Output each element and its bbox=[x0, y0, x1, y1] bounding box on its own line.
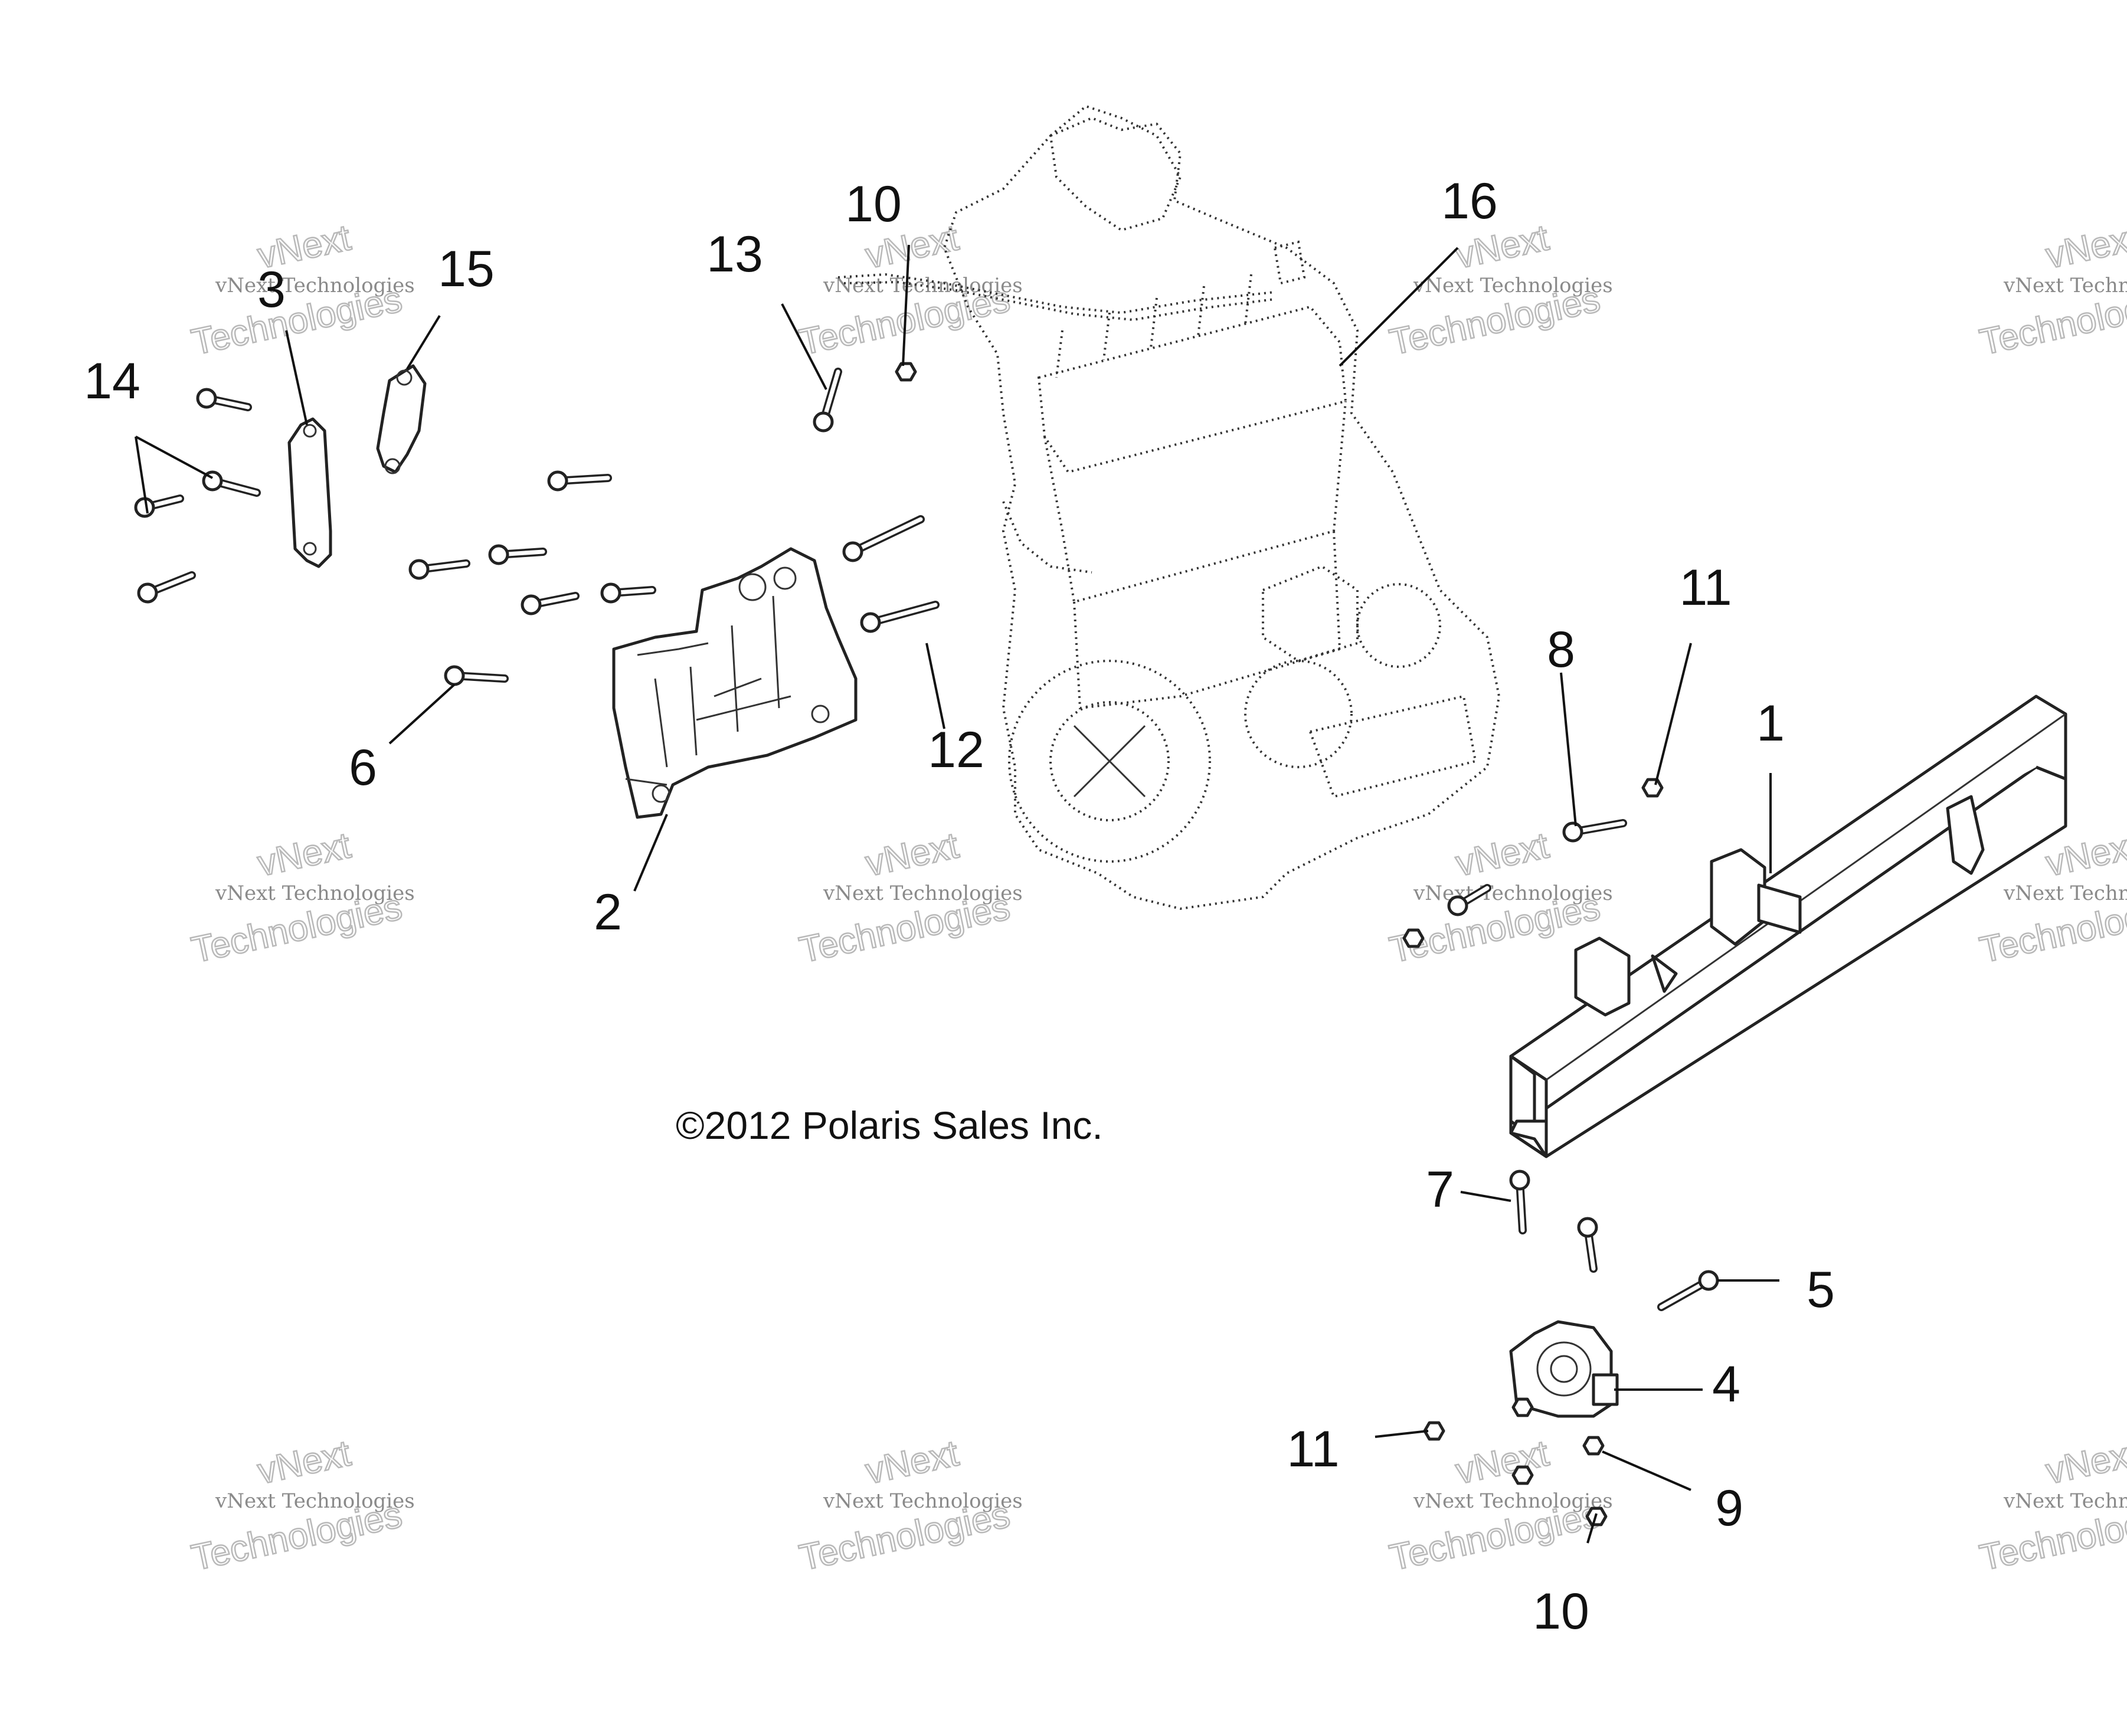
callout-14: 14 bbox=[84, 353, 140, 410]
bolt bbox=[521, 592, 580, 615]
callout-8: 8 bbox=[1547, 621, 1575, 678]
watermark-text: vNext Technologies bbox=[215, 274, 415, 297]
cross-member-frame bbox=[1509, 695, 2067, 1158]
bolt bbox=[860, 601, 940, 633]
callout-1: 1 bbox=[1756, 695, 1785, 752]
callout-13: 13 bbox=[706, 226, 763, 283]
nut bbox=[1511, 1397, 1534, 1417]
watermark-logo-top: vNext bbox=[254, 1433, 354, 1492]
watermark-logo-top: vNext bbox=[2043, 1433, 2127, 1492]
front-mount-bracket bbox=[612, 547, 858, 819]
watermark-text: vNext Technologies bbox=[215, 882, 415, 905]
watermark-logo-top: vNext bbox=[2043, 217, 2127, 276]
callout-labels: 1 2 3 4 5 6 7 8 9 10 10 11 11 12 13 14 1… bbox=[84, 173, 1835, 1640]
watermark-text: vNext Technologies bbox=[215, 1489, 415, 1513]
bolt bbox=[547, 470, 612, 492]
rear-mount bbox=[1509, 1320, 1619, 1418]
bolt bbox=[134, 494, 184, 518]
callout-7: 7 bbox=[1426, 1161, 1454, 1218]
watermark-text: vNext Technologies bbox=[2003, 1489, 2127, 1513]
callout-12: 12 bbox=[928, 722, 984, 778]
watermark-text: vNext Technologies bbox=[1413, 882, 1613, 905]
callout-4: 4 bbox=[1712, 1356, 1740, 1413]
callout-6: 6 bbox=[349, 739, 377, 796]
nut bbox=[1511, 1465, 1534, 1485]
callout-3: 3 bbox=[257, 261, 286, 318]
watermark-text: vNext Technologies bbox=[1413, 274, 1613, 297]
callout-2: 2 bbox=[594, 884, 622, 941]
nut bbox=[1582, 1436, 1605, 1456]
engine-bracket-small bbox=[287, 417, 332, 568]
nut bbox=[1402, 928, 1425, 948]
copyright-notice: ©2012 Polaris Sales Inc. bbox=[676, 1103, 1103, 1147]
callout-5: 5 bbox=[1807, 1262, 1835, 1318]
bolt bbox=[444, 665, 509, 686]
bolt bbox=[196, 388, 252, 411]
bolt bbox=[1657, 1270, 1719, 1311]
callout-10-bottom: 10 bbox=[1533, 1583, 1589, 1640]
callout-16: 16 bbox=[1441, 173, 1498, 230]
bolt bbox=[488, 544, 547, 565]
watermark-logo-top: vNext bbox=[254, 825, 354, 884]
watermark-logo-top: vNext bbox=[1452, 825, 1552, 884]
watermark-text: vNext Technologies bbox=[2003, 882, 2127, 905]
bolt bbox=[600, 582, 656, 604]
nut bbox=[895, 362, 917, 382]
callout-11-bottom: 11 bbox=[1287, 1421, 1339, 1478]
watermark-logo-top: vNext bbox=[862, 825, 962, 884]
bolt bbox=[842, 515, 925, 562]
watermark-logo-top: vNext bbox=[862, 1433, 962, 1492]
nut bbox=[1641, 778, 1664, 798]
bolt bbox=[1509, 1170, 1530, 1234]
callout-10-top: 10 bbox=[845, 176, 902, 232]
bolt bbox=[1562, 819, 1627, 843]
bolt bbox=[137, 571, 196, 604]
bolt bbox=[408, 559, 470, 580]
torque-link bbox=[376, 364, 427, 474]
callout-11-top: 11 bbox=[1679, 559, 1732, 616]
leader-lines bbox=[135, 244, 1779, 1544]
watermark-text: vNext Technologies bbox=[823, 882, 1023, 905]
bolt bbox=[813, 368, 842, 433]
engine-assembly bbox=[837, 104, 1501, 910]
bolt bbox=[1447, 884, 1491, 916]
callout-9: 9 bbox=[1715, 1480, 1743, 1537]
callout-15: 15 bbox=[438, 241, 495, 297]
bolt bbox=[202, 470, 261, 497]
watermark-text: vNext Technologies bbox=[823, 1489, 1023, 1513]
bolt bbox=[1577, 1217, 1598, 1273]
fasteners bbox=[134, 362, 1719, 1527]
watermark-logo-top: vNext bbox=[1452, 1433, 1552, 1492]
watermark-text: vNext Technologies bbox=[2003, 274, 2127, 297]
watermark-text: vNext Technologies bbox=[1413, 1489, 1613, 1513]
watermark-text: vNext Technologies bbox=[823, 274, 1023, 297]
